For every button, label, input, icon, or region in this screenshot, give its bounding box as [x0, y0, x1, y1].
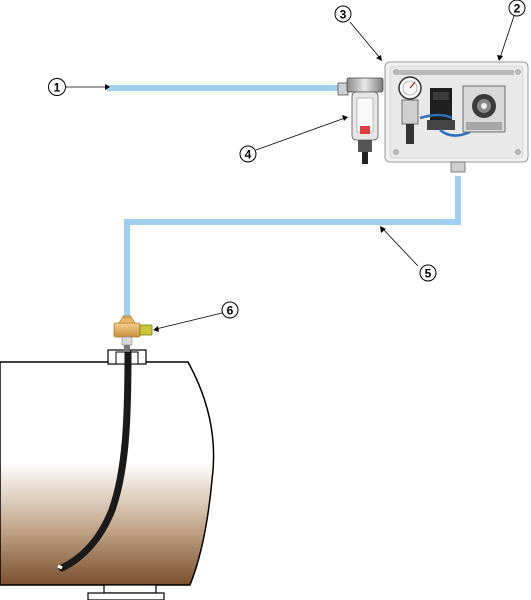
callout-leaders — [66, 15, 515, 332]
callout-5-label: 5 — [425, 267, 432, 281]
control-panel-icon — [384, 61, 529, 173]
leader-5 — [381, 227, 419, 267]
callout-2-label: 2 — [514, 2, 521, 16]
ball-valve-icon — [139, 324, 153, 336]
leader-4 — [255, 117, 346, 151]
callout-1: 1 — [48, 78, 66, 96]
callout-3: 3 — [334, 5, 352, 23]
callout-6-label: 6 — [227, 304, 234, 318]
dip-hose — [57, 348, 132, 572]
storage-tank-icon — [0, 349, 215, 600]
tee-fitting-icon — [113, 315, 153, 352]
compressed-air-filter-icon — [337, 77, 384, 164]
cable-gland — [450, 161, 466, 173]
callout-5: 5 — [419, 264, 437, 282]
leader-3 — [349, 21, 381, 59]
callout-2: 2 — [508, 0, 526, 17]
callout-4-label: 4 — [245, 148, 252, 162]
callout-4: 4 — [239, 145, 257, 163]
outlet-air-line — [124, 176, 461, 318]
callout-6: 6 — [221, 301, 239, 319]
leader-2 — [499, 15, 515, 59]
leader-6 — [155, 312, 223, 330]
callout-3-label: 3 — [340, 8, 347, 22]
tank-foot — [103, 584, 157, 594]
callout-1-label: 1 — [54, 81, 61, 95]
